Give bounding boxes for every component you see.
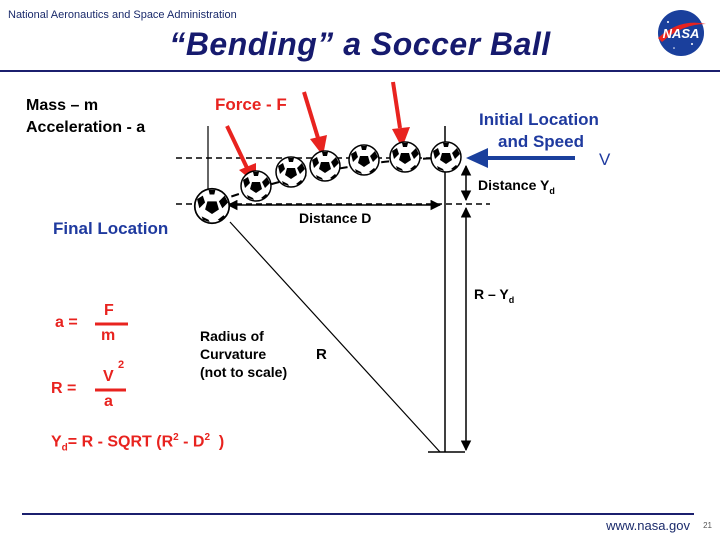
soccer-balls <box>193 141 462 225</box>
slide-title: “Bending” a Soccer Ball <box>169 26 551 62</box>
radius-line <box>229 221 441 453</box>
distance-d-label: Distance D <box>299 210 372 226</box>
eq2-numerator: V <box>103 368 114 385</box>
footer-url: www.nasa.gov <box>606 518 690 533</box>
nasa-logo: NASA <box>658 10 706 56</box>
initial-location-label: Initial Location <box>479 110 599 129</box>
nasa-logo-text: NASA <box>663 26 700 41</box>
radius-label-line3: (not to scale) <box>200 364 288 380</box>
initial-speed-label: and Speed <box>498 132 584 151</box>
eq3-formula: Yd= R - SQRT (R2 - D2 ) <box>51 432 225 454</box>
eq2-lhs: R = <box>51 380 77 397</box>
agency-name: National Aeronautics and Space Administr… <box>8 9 237 21</box>
eq2-denominator: a <box>104 393 113 410</box>
r-minus-yd-label: R – Yd <box>474 286 515 305</box>
eq1-numerator: F <box>104 302 114 319</box>
radius-label-line1: Radius of <box>200 328 264 344</box>
page-number: 21 <box>703 521 712 530</box>
speed-arrow <box>466 148 575 168</box>
eq2-exponent: 2 <box>118 359 125 371</box>
eq1-lhs: a = <box>55 314 78 331</box>
eq1-denominator: m <box>101 327 116 344</box>
header-divider <box>0 70 720 72</box>
radius-r-label: R <box>316 346 327 363</box>
distance-yd-label: Distance Yd <box>478 177 555 196</box>
mass-label: Mass – m <box>26 97 99 114</box>
final-location-label: Final Location <box>53 219 169 238</box>
footer-divider <box>22 513 694 515</box>
acceleration-label: Acceleration - a <box>26 119 146 136</box>
speed-v-label: V <box>599 150 611 169</box>
force-label: Force - F <box>215 95 287 114</box>
radius-label-line2: Curvature <box>200 346 267 362</box>
